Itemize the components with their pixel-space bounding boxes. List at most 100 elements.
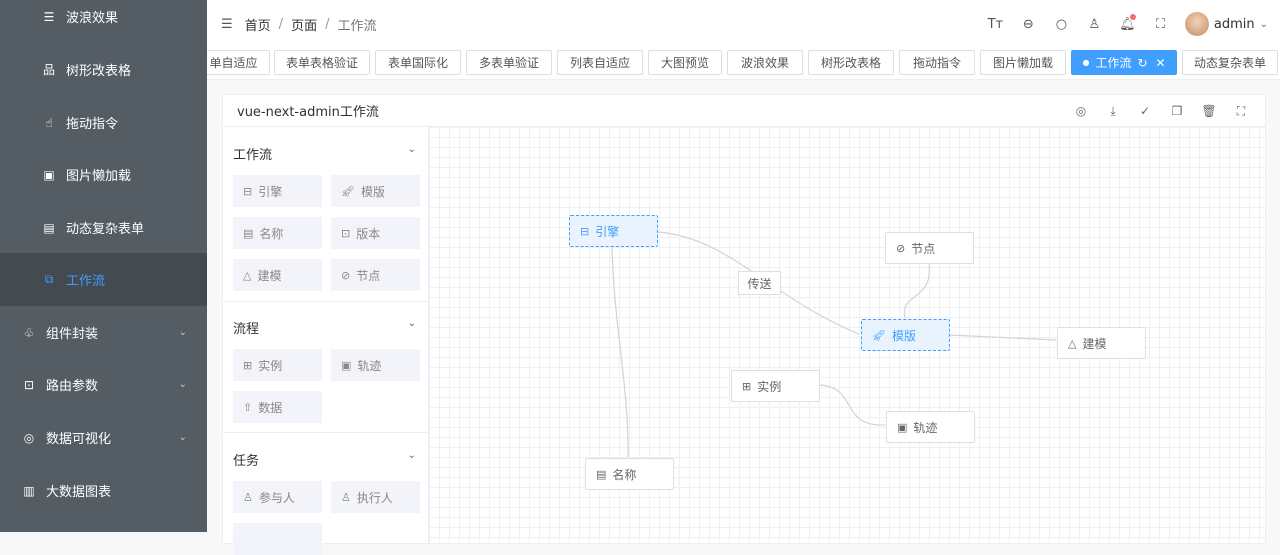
help-icon[interactable]: ◎ [1075,104,1087,118]
breadcrumb-current: 工作流 [337,18,377,34]
rocket-icon: 🚀︎ [872,328,886,342]
workflow-icon: ⧉ [44,272,54,286]
font-size-icon[interactable]: Tт [987,16,1004,32]
sidebar-item-route-params[interactable]: ⊡路由参数⌄ [23,377,187,395]
breadcrumb-home[interactable]: 首页 [244,18,271,34]
engine-icon: ⊟ [243,184,253,198]
sidebar: ☰波浪效果 品树形改表格 ☝拖动指令 ▣图片懒加载 ▤动态复杂表单 ⧉工作流 ♧… [0,0,207,532]
sidebar-item-components[interactable]: ♧组件封装⌄ [23,325,187,343]
panel-item[interactable]: ⊡版本 [331,217,420,249]
panel-item[interactable] [233,523,322,555]
menu-toggle-icon[interactable]: ☰ [221,16,233,32]
chevron-down-icon[interactable]: ⌄ [407,144,416,155]
node-track[interactable]: ▣轨迹 [886,411,975,443]
tag[interactable]: 表单表格验证 [274,50,370,75]
track-icon: ▣ [897,420,908,434]
sidebar-item-visualization[interactable]: ◎数据可视化⌄ [23,430,187,448]
picture-icon: ▣ [43,167,55,182]
chart-icon: ◎ [23,430,35,445]
breadcrumb-page[interactable]: 页面 [291,18,318,34]
triangle-icon: △ [1068,336,1077,350]
panel-item[interactable]: ▤名称 [233,217,322,249]
avatar[interactable] [1184,12,1209,36]
group-title[interactable]: 流程 [233,322,260,337]
instance-icon: ⊞ [243,358,253,372]
node-model[interactable]: △建模 [1057,327,1146,359]
user-icon: ♙ [243,490,253,504]
edge-track-instance [818,384,886,426]
panel-item[interactable]: ♙参与人 [233,481,322,513]
check-icon[interactable]: ✓ [1139,104,1151,118]
tag[interactable]: 多表单验证 [466,50,552,75]
node-engine[interactable]: ⊟引擎 [569,215,658,247]
workflow-card: vue-next-admin工作流 ◎ ⤓ ✓ ❐ 🗑︎ ⛶ 工作流 ⌄ ⊟引擎… [222,94,1266,555]
chevron-down-icon: ⌄ [178,379,187,390]
search-icon[interactable]: ○ [1055,16,1068,32]
panel-item[interactable]: ⇧数据 [233,391,322,423]
chevron-down-icon: ⌄ [178,327,187,338]
tag[interactable]: 大图预览 [648,50,722,75]
skin-icon[interactable]: ♙ [1088,16,1101,32]
node-node[interactable]: ⊘节点 [885,232,974,264]
panel-item[interactable]: ⊞实例 [233,349,322,381]
sidebar-item-tree-table[interactable]: 品树形改表格 [42,63,132,79]
chevron-down-icon[interactable]: ⌄ [1259,18,1268,30]
refresh-icon[interactable]: ↻ [1137,55,1148,70]
group-title[interactable]: 工作流 [233,148,273,163]
engine-icon: ⊟ [580,224,590,238]
header: ☰ 首页 / 页面 / 工作流 Tт ⊖ ○ ♙ 🔔︎ ⛶ admin ⌄ [207,0,1280,48]
sidebar-item-workflow[interactable]: ⧉工作流 [0,253,207,306]
panel-item[interactable]: ♙执行人 [331,481,420,513]
sidebar-item-dynamic-form[interactable]: ▤动态复杂表单 [43,220,145,238]
tag-active[interactable]: ●工作流↻✕ [1071,50,1177,75]
tag[interactable]: 树形改表格 [808,50,894,75]
sidebar-item-drag[interactable]: ☝拖动指令 [0,96,207,149]
node-icon: ⊘ [341,268,351,282]
delete-icon[interactable]: 🗑︎ [1201,104,1217,118]
panel-item[interactable]: △建模 [233,259,322,291]
tag[interactable]: 图片懒加载 [980,50,1066,75]
tag[interactable]: 波浪效果 [727,50,803,75]
chevron-down-icon[interactable]: ⌄ [407,318,416,329]
chevron-down-icon: ⌄ [178,432,187,443]
tag[interactable]: 动态复杂表单 [1182,50,1278,75]
node-panel: 工作流 ⌄ ⊟引擎 🚀︎模版 ▤名称 ⊡版本 △建模 ⊘节点 流程 ⌄ ⊞实例 … [223,127,429,555]
fullscreen-icon[interactable]: ⛶ [1155,16,1165,32]
sidebar-item-big-data[interactable]: ▥大数据图表 [23,483,112,501]
sidebar-item-wave[interactable]: ☰波浪效果 [43,9,119,27]
panel-item[interactable]: ⊘节点 [331,259,420,291]
close-icon[interactable]: ✕ [1155,55,1166,70]
tags-bar: 单自适应 表单表格验证 表单国际化 多表单验证 列表自适应 大图预览 波浪效果 … [207,48,1280,80]
node-name[interactable]: ▤名称 [585,458,674,490]
chevron-down-icon[interactable]: ⌄ [407,450,416,461]
copy-icon[interactable]: ❐ [1171,104,1183,118]
node-icon: ⊘ [896,241,906,255]
group-title[interactable]: 任务 [233,454,260,469]
workflow-canvas[interactable]: ⊟引擎 ⊘节点 传送 🚀︎模版 △建模 ⊞实例 ▣轨迹 ▤名称 [429,127,1265,543]
form-icon: ▤ [43,220,55,235]
panel-item[interactable]: ▣轨迹 [331,349,420,381]
panel-item[interactable]: 🚀︎模版 [331,175,420,207]
download-icon[interactable]: ⤓ [1110,103,1116,118]
edge-node-template [903,261,931,319]
node-template[interactable]: 🚀︎模版 [861,319,950,351]
upload-icon: ⇧ [243,400,253,414]
edge-engine-name [611,246,629,458]
divider [223,301,429,302]
fullscreen-icon[interactable]: ⛶ [1236,103,1246,118]
user-name[interactable]: admin [1213,16,1255,32]
active-dot-icon: ● [1082,58,1090,67]
node-instance[interactable]: ⊞实例 [731,370,820,402]
sidebar-item-lazy-image[interactable]: ▣图片懒加载 [43,167,132,185]
tag[interactable]: 拖动指令 [899,50,975,75]
tag[interactable]: 单自适应 [207,50,270,75]
pointer-icon: ☝ [45,115,53,130]
edge-label[interactable]: 传送 [738,271,781,295]
search-menu-icon[interactable]: ⊖ [1022,16,1034,32]
tag[interactable]: 表单国际化 [375,50,461,75]
tag[interactable]: 列表自适应 [557,50,643,75]
bell-icon[interactable]: 🔔︎ [1111,13,1144,32]
panel-item[interactable]: ⊟引擎 [233,175,322,207]
route-icon: ⊡ [23,377,35,392]
triangle-icon: △ [243,268,252,282]
